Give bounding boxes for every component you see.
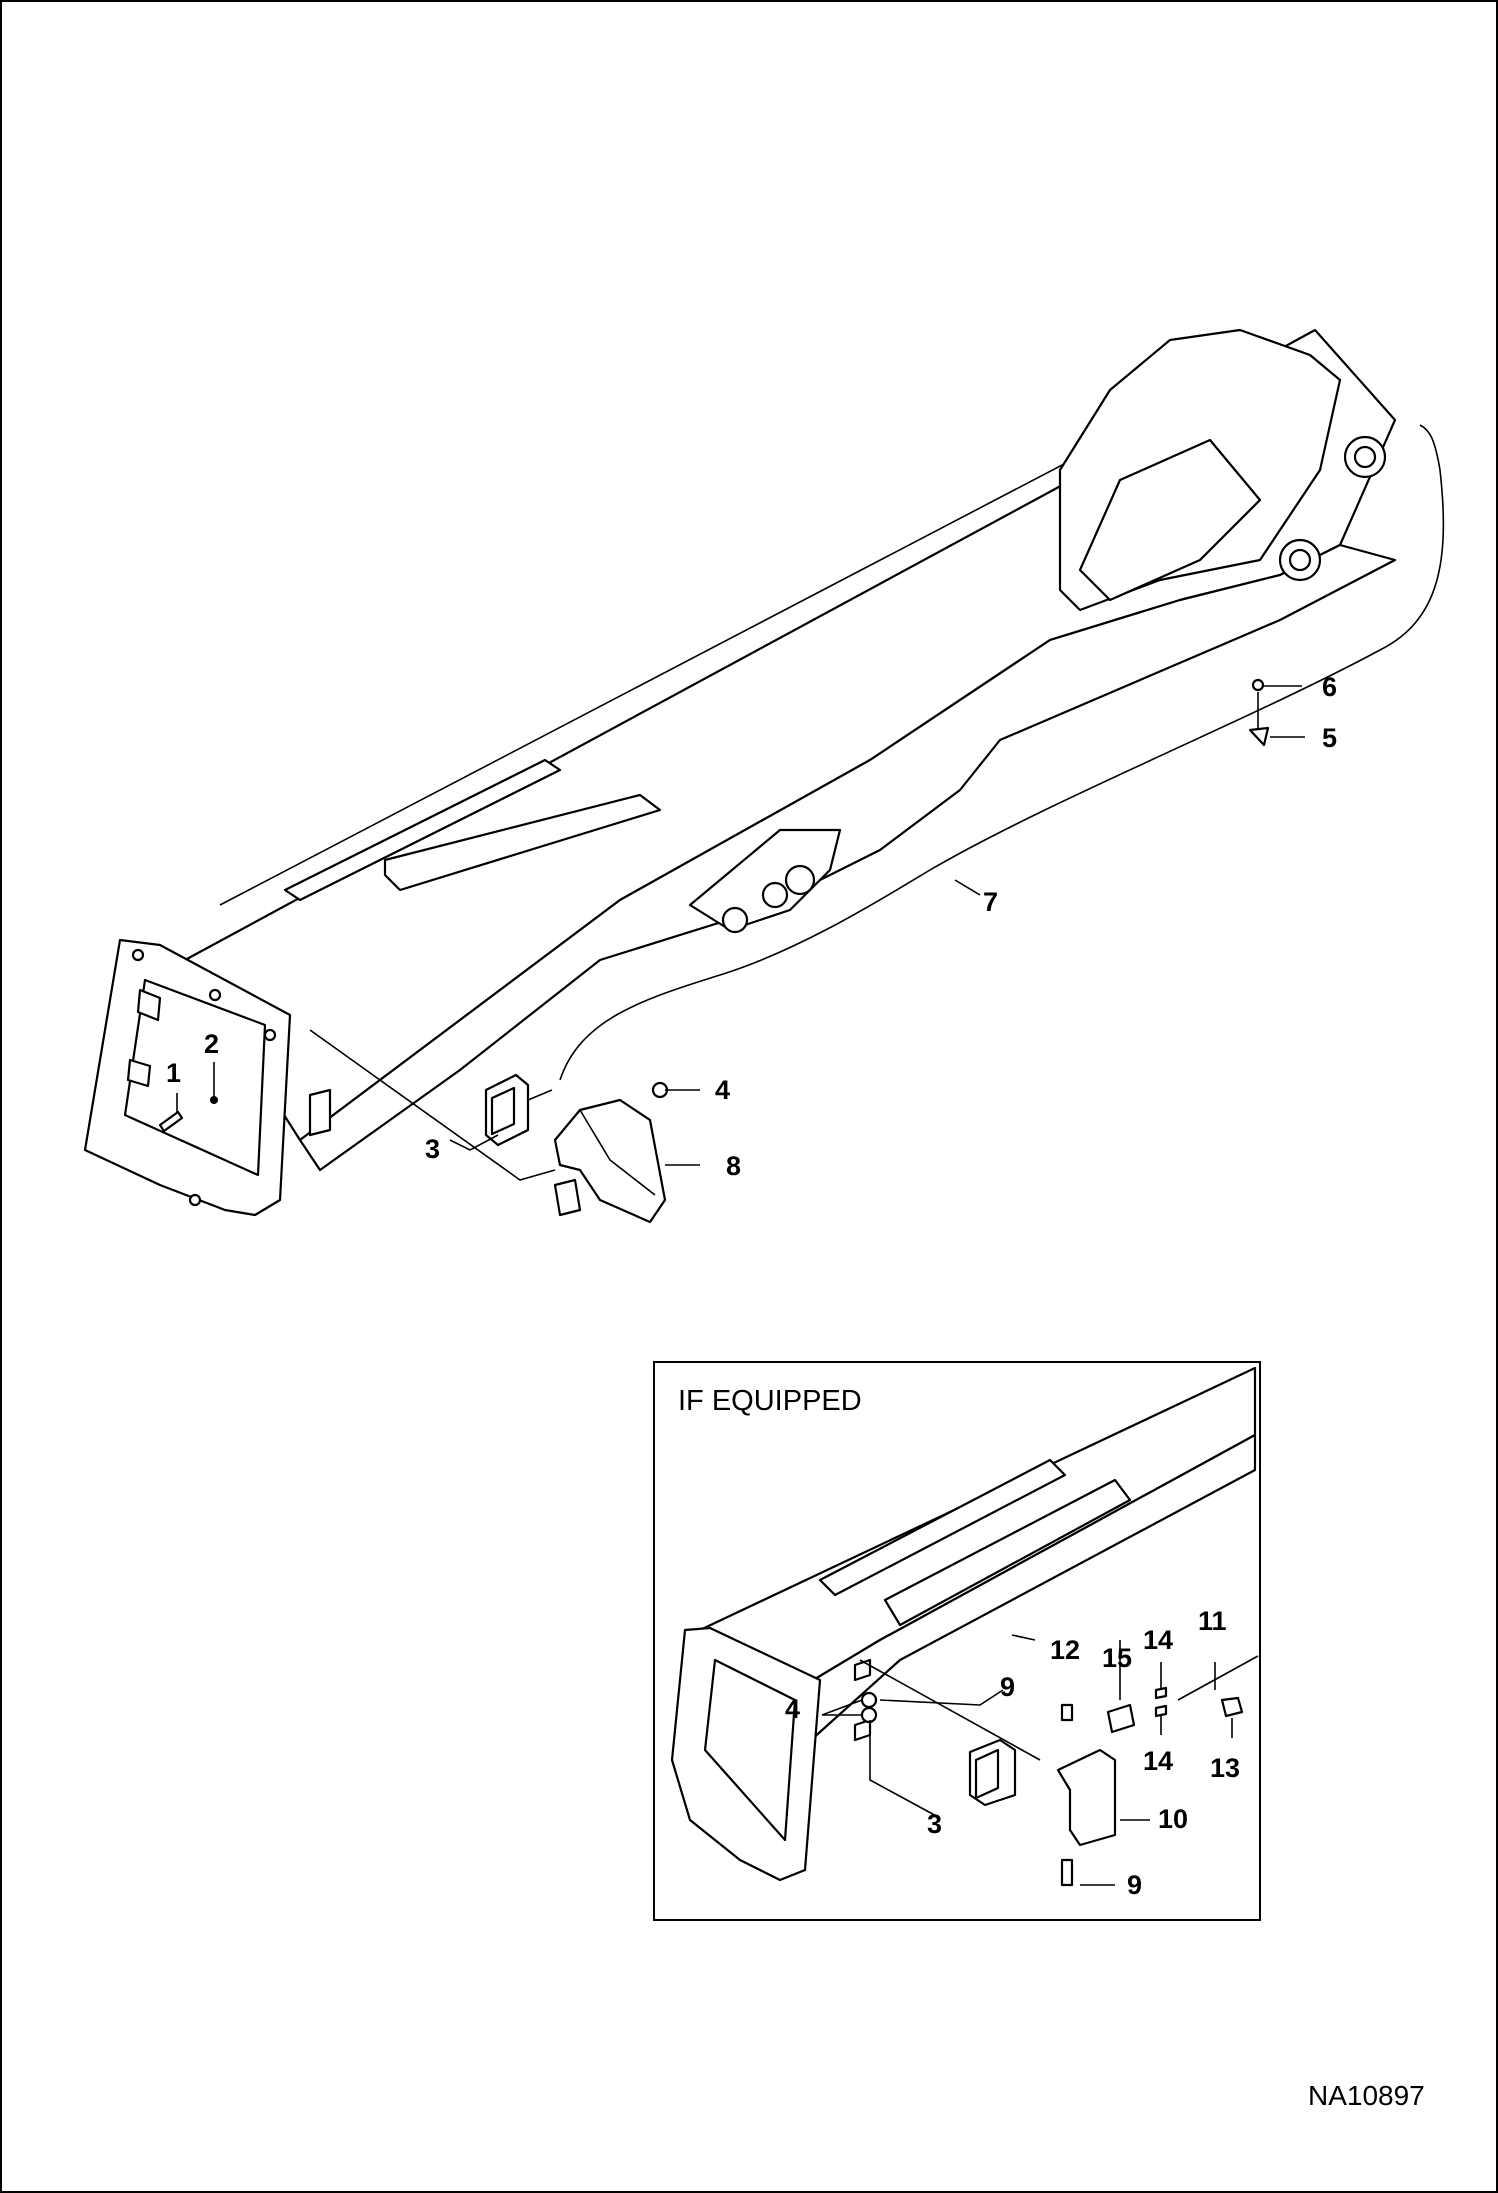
inset-part-10-bracket (1056, 1748, 1117, 1847)
inset-part-14-terminals (1154, 1686, 1168, 1718)
inset-callout-14-bottom: 14 (1143, 1746, 1173, 1776)
wiring-harness (559, 424, 1445, 1081)
wear-pad-window (383, 793, 662, 892)
inset-part-15-connector (1106, 1703, 1136, 1734)
inset-callout-14-top: 14 (1143, 1625, 1173, 1655)
main-leader-lines (176, 685, 1305, 1181)
callout-7: 7 (983, 887, 998, 917)
inset-callout-10: 10 (1158, 1804, 1188, 1834)
callout-4: 4 (715, 1075, 730, 1105)
part-1-screw (158, 1110, 184, 1133)
inset-front-opening (703, 1658, 797, 1842)
inset-callout-13: 13 (1210, 1753, 1240, 1783)
pivot-bore-upper (1353, 445, 1377, 469)
side-clip (308, 1088, 332, 1137)
inset-panel: IF EQUIPPED (653, 1361, 1261, 1921)
part-4-nut (651, 1081, 669, 1099)
pivot-bore-lower (1288, 548, 1312, 572)
inset-callout-12: 12 (1050, 1635, 1080, 1665)
figure-id: NA10897 (1308, 2080, 1425, 2111)
inset-callout-15: 15 (1102, 1643, 1132, 1673)
front-bracket-upper (136, 988, 162, 1022)
inset-bracket-upper (853, 1658, 872, 1682)
inset-callout-3: 3 (927, 1809, 942, 1839)
inset-part-9-bolt-bottom (1060, 1858, 1074, 1887)
mount-hole-1 (721, 906, 749, 934)
part-6-washer (1251, 678, 1265, 692)
wear-pad-front (283, 758, 562, 902)
inset-window-pad (883, 1478, 1132, 1627)
frame-hole-2 (208, 988, 222, 1002)
inset-wear-pad (818, 1458, 1067, 1597)
boom-assembly (83, 328, 1445, 1217)
frame-hole-4 (188, 1193, 202, 1207)
front-bracket-lower (126, 1058, 152, 1088)
boom-side-face (298, 543, 1397, 1172)
inset-part-11-wire (1177, 1655, 1259, 1701)
callout-1: 1 (166, 1058, 181, 1088)
inset-callout-4: 4 (785, 1694, 800, 1724)
inset-callout-9-bottom: 9 (1127, 1870, 1142, 1900)
callout-8: 8 (726, 1151, 741, 1181)
callout-6: 6 (1322, 672, 1337, 702)
boom-pivot-plate (1078, 438, 1262, 602)
inset-part-3-light (968, 1738, 1017, 1807)
part-3-light (484, 1073, 553, 1147)
inset-leader-lines (821, 1634, 1233, 1886)
part-5-plug (1248, 726, 1270, 747)
callout-3: 3 (425, 1134, 440, 1164)
callout-5: 5 (1322, 723, 1337, 753)
inset-part-13-cap (1220, 1696, 1244, 1718)
part-8-guard (553, 1098, 667, 1224)
mount-hole-3 (784, 864, 816, 896)
frame-hole-3 (263, 1028, 277, 1042)
inset-callout-9-top: 9 (1000, 1672, 1015, 1702)
inset-part-9-bolt-top (1060, 1703, 1074, 1722)
callout-2: 2 (204, 1029, 219, 1059)
inset-callout-11: 11 (1198, 1606, 1227, 1636)
mount-hole-2 (761, 881, 789, 909)
boom-ridge (219, 439, 1111, 906)
frame-hole-1 (131, 948, 145, 962)
inset-title: IF EQUIPPED (678, 1385, 862, 1417)
